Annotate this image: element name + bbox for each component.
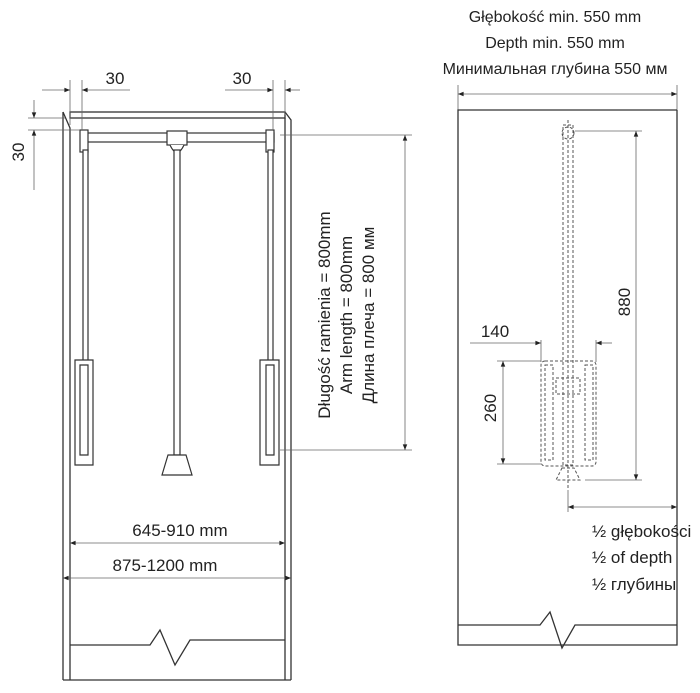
min-depth-en: Depth min. 550 mm: [485, 35, 625, 52]
half-depth-pl: ½ głębokości: [592, 522, 691, 541]
lift-side-profile: [540, 120, 597, 490]
min-depth-pl: Głębokość min. 550 mm: [469, 9, 642, 26]
offset-right-label: 30: [233, 69, 252, 88]
cabinet-side-outline: [457, 109, 678, 650]
basket-width-label: 140: [481, 322, 509, 341]
break-line: [458, 610, 677, 650]
arm-length-ru: Длина плеча = 800 мм: [359, 227, 378, 404]
width-inner-label: 645-910 mm: [132, 521, 227, 540]
arm-length-en: Arm length = 800mm: [337, 236, 356, 394]
side-view: Głębokość min. 550 mm Depth min. 550 mm …: [443, 9, 691, 650]
half-depth-en: ½ of depth: [592, 548, 672, 567]
min-depth-ru: Минимальная глубина 550 мм: [443, 61, 668, 78]
wardrobe-lift: [74, 129, 280, 476]
basket-height-label: 260: [481, 394, 500, 422]
half-depth-ru: ½ глубины: [592, 575, 676, 594]
arm-length-pl: Długość ramienia = 800mm: [315, 211, 334, 418]
arm-length-labels: Długość ramienia = 800mm Arm length = 80…: [315, 211, 378, 418]
width-outer-label: 875-1200 mm: [113, 556, 218, 575]
offset-top-label: 30: [9, 143, 28, 162]
front-view: 30 30 30 Długość ramienia = 800mm Arm le…: [9, 69, 412, 681]
offset-left-label: 30: [106, 69, 125, 88]
height-label: 880: [615, 288, 634, 316]
break-line: [70, 628, 285, 667]
